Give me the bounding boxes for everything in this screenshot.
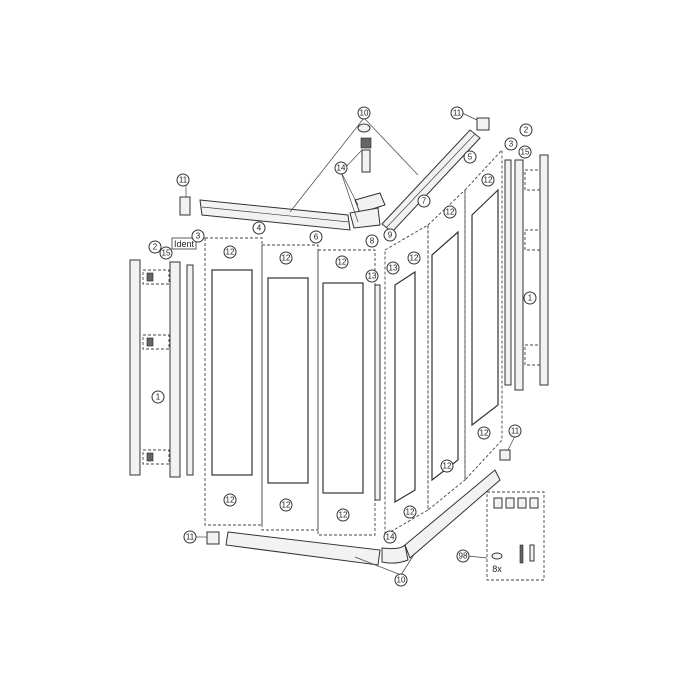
callout-1-left: 1 [151, 390, 165, 404]
end-cap-bottom-left [206, 531, 220, 545]
svg-text:12: 12 [446, 208, 455, 217]
svg-text:11: 11 [453, 109, 462, 118]
panel-8 [317, 249, 381, 536]
callout-12: 12 [336, 508, 350, 522]
svg-text:12: 12 [338, 258, 347, 267]
svg-text:7: 7 [422, 197, 427, 206]
svg-text:11: 11 [186, 533, 195, 542]
end-cap-top-right [476, 117, 490, 131]
callout-6: 6 [309, 230, 323, 244]
panel-4 [204, 237, 263, 526]
svg-text:13: 13 [368, 272, 377, 281]
callout-11-top-right: 11 [450, 106, 464, 120]
svg-text:2: 2 [524, 126, 529, 135]
callout-10-bottom: 10 [394, 573, 408, 587]
callout-12: 12 [407, 251, 421, 265]
callout-11-left: 11 [176, 173, 190, 187]
corner-connector [349, 123, 386, 229]
svg-text:3: 3 [196, 232, 201, 241]
svg-text:5: 5 [468, 153, 473, 162]
callout-14-bottom: 14 [383, 530, 397, 544]
svg-text:15: 15 [521, 148, 530, 157]
bottom-corner-piece [381, 543, 409, 564]
svg-text:1: 1 [528, 294, 533, 303]
callout-14-top: 14 [334, 161, 348, 175]
svg-text:14: 14 [337, 164, 346, 173]
callout-12: 12 [477, 426, 491, 440]
panel-9 [384, 224, 429, 536]
svg-text:10: 10 [360, 109, 369, 118]
wall-profile-left [129, 259, 194, 478]
svg-text:12: 12 [339, 511, 348, 520]
callout-13: 13 [365, 269, 379, 283]
svg-text:6: 6 [314, 233, 319, 242]
callout-12: 12 [335, 255, 349, 269]
svg-text:12: 12 [406, 508, 415, 517]
end-cap-top-left [179, 196, 191, 216]
svg-text:12: 12 [480, 429, 489, 438]
svg-text:12: 12 [443, 462, 452, 471]
wall-profile-right [504, 154, 549, 391]
svg-text:9: 9 [388, 231, 393, 240]
callout-2-right: 2 [519, 123, 533, 137]
svg-text:8: 8 [370, 237, 375, 246]
callout-12: 12 [481, 173, 495, 187]
callout-12: 12 [443, 205, 457, 219]
callout-12: 12 [223, 493, 237, 507]
callout-12: 12 [279, 251, 293, 265]
svg-text:3: 3 [509, 140, 514, 149]
svg-text:12: 12 [226, 496, 235, 505]
callout-10-top: 10 [357, 106, 371, 120]
panel-5 [464, 148, 503, 482]
svg-text:4: 4 [257, 224, 262, 233]
svg-text:10: 10 [397, 576, 406, 585]
svg-text:12: 12 [484, 176, 493, 185]
callout-12: 12 [223, 245, 237, 259]
accessory-kit: 8x [486, 491, 545, 581]
callout-12: 12 [279, 498, 293, 512]
callout-9: 9 [383, 228, 397, 242]
callout-1-right: 1 [523, 291, 537, 305]
svg-text:12: 12 [226, 248, 235, 257]
svg-text:2: 2 [153, 243, 158, 252]
panel-6 [261, 244, 319, 531]
callout-3-right: 3 [504, 137, 518, 151]
callout-8: 8 [365, 234, 379, 248]
callout-98: 98 [456, 549, 470, 563]
callout-5: 5 [463, 150, 477, 164]
callout-3-left: 3 [191, 229, 205, 243]
svg-text:12: 12 [282, 501, 291, 510]
svg-text:14: 14 [386, 533, 395, 542]
ident-tag: Ident [171, 237, 197, 250]
callout-7: 7 [417, 194, 431, 208]
callout-4: 4 [252, 221, 266, 235]
svg-text:98: 98 [459, 552, 468, 561]
callout-15-left: 15 [159, 246, 173, 260]
callout-12: 12 [403, 505, 417, 519]
panel-7 [427, 188, 466, 511]
svg-text:11: 11 [179, 176, 188, 185]
bottom-profile-left [225, 531, 381, 566]
svg-text:11: 11 [511, 427, 520, 436]
ident-label: Ident [174, 239, 195, 249]
callout-11-right: 11 [508, 424, 522, 438]
callout-2-left: 2 [148, 240, 162, 254]
callout-13: 13 [386, 261, 400, 275]
callout-11-bottom-left: 11 [183, 530, 197, 544]
top-profile-left [199, 199, 351, 231]
end-cap-bottom-right [499, 449, 511, 461]
callout-12: 12 [440, 459, 454, 473]
bottom-profile-right [404, 469, 501, 559]
svg-text:12: 12 [410, 254, 419, 263]
svg-text:13: 13 [389, 264, 398, 273]
svg-text:15: 15 [162, 249, 171, 258]
svg-text:1: 1 [156, 393, 161, 402]
svg-text:12: 12 [282, 254, 291, 263]
callout-15-right: 15 [518, 145, 532, 159]
kit-quantity: 8x [492, 564, 502, 574]
